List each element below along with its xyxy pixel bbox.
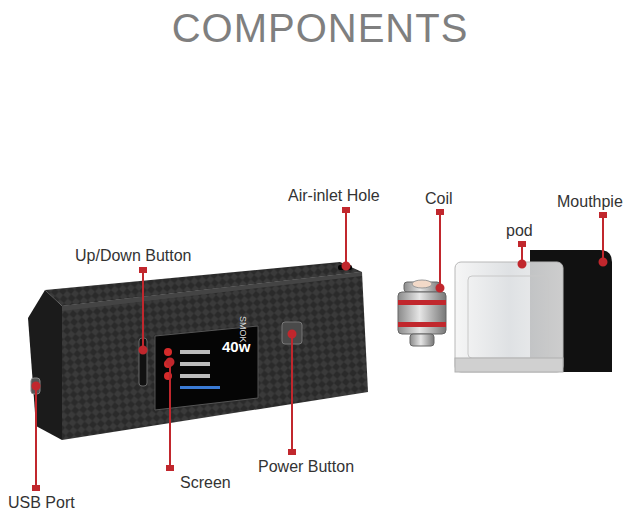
leader-end (33, 486, 39, 490)
leader-dot (437, 285, 444, 292)
leader-end (437, 210, 443, 214)
body-front (62, 272, 368, 440)
leader-line (35, 386, 37, 486)
leader-end (600, 213, 606, 217)
leader-end (519, 242, 525, 246)
leader-end (140, 268, 146, 272)
part-label: Up/Down Button (75, 247, 192, 265)
leader-line (602, 217, 604, 262)
part-label: USB Port (8, 494, 75, 512)
leader-dot (343, 263, 350, 270)
leader-end (167, 466, 173, 470)
leader-dot (167, 359, 174, 366)
leader-line (291, 334, 293, 450)
leader-end (289, 450, 295, 454)
body-edge (62, 272, 362, 311)
leader-line (169, 362, 171, 466)
part-label: pod (506, 222, 533, 240)
leader-line (142, 272, 144, 350)
screen-icon (164, 348, 172, 356)
page-title: COMPONENTS (0, 6, 640, 51)
part-label: Screen (180, 474, 231, 492)
screen-line (180, 362, 210, 366)
leader-dot (33, 383, 40, 390)
screen-line (180, 374, 210, 378)
part-label: Mouthpie (557, 193, 623, 211)
part-label: Air-inlet Hole (288, 187, 380, 205)
pod-tank (455, 262, 563, 372)
leader-dot (519, 261, 526, 268)
screen-reading: 40w (222, 338, 250, 355)
part-label: Coil (425, 190, 453, 208)
pod (455, 250, 612, 372)
part-label: Power Button (258, 458, 354, 476)
leader-line (345, 212, 347, 266)
leader-dot (140, 347, 147, 354)
coil (398, 280, 446, 346)
screen-line (180, 350, 210, 354)
screen-bar (180, 386, 220, 389)
leader-line (439, 214, 441, 288)
leader-dot (289, 331, 296, 338)
leader-dot (600, 259, 607, 266)
leader-lines (33, 208, 607, 490)
mod-body (28, 262, 368, 440)
leader-end (343, 208, 349, 212)
body-end (28, 290, 62, 440)
